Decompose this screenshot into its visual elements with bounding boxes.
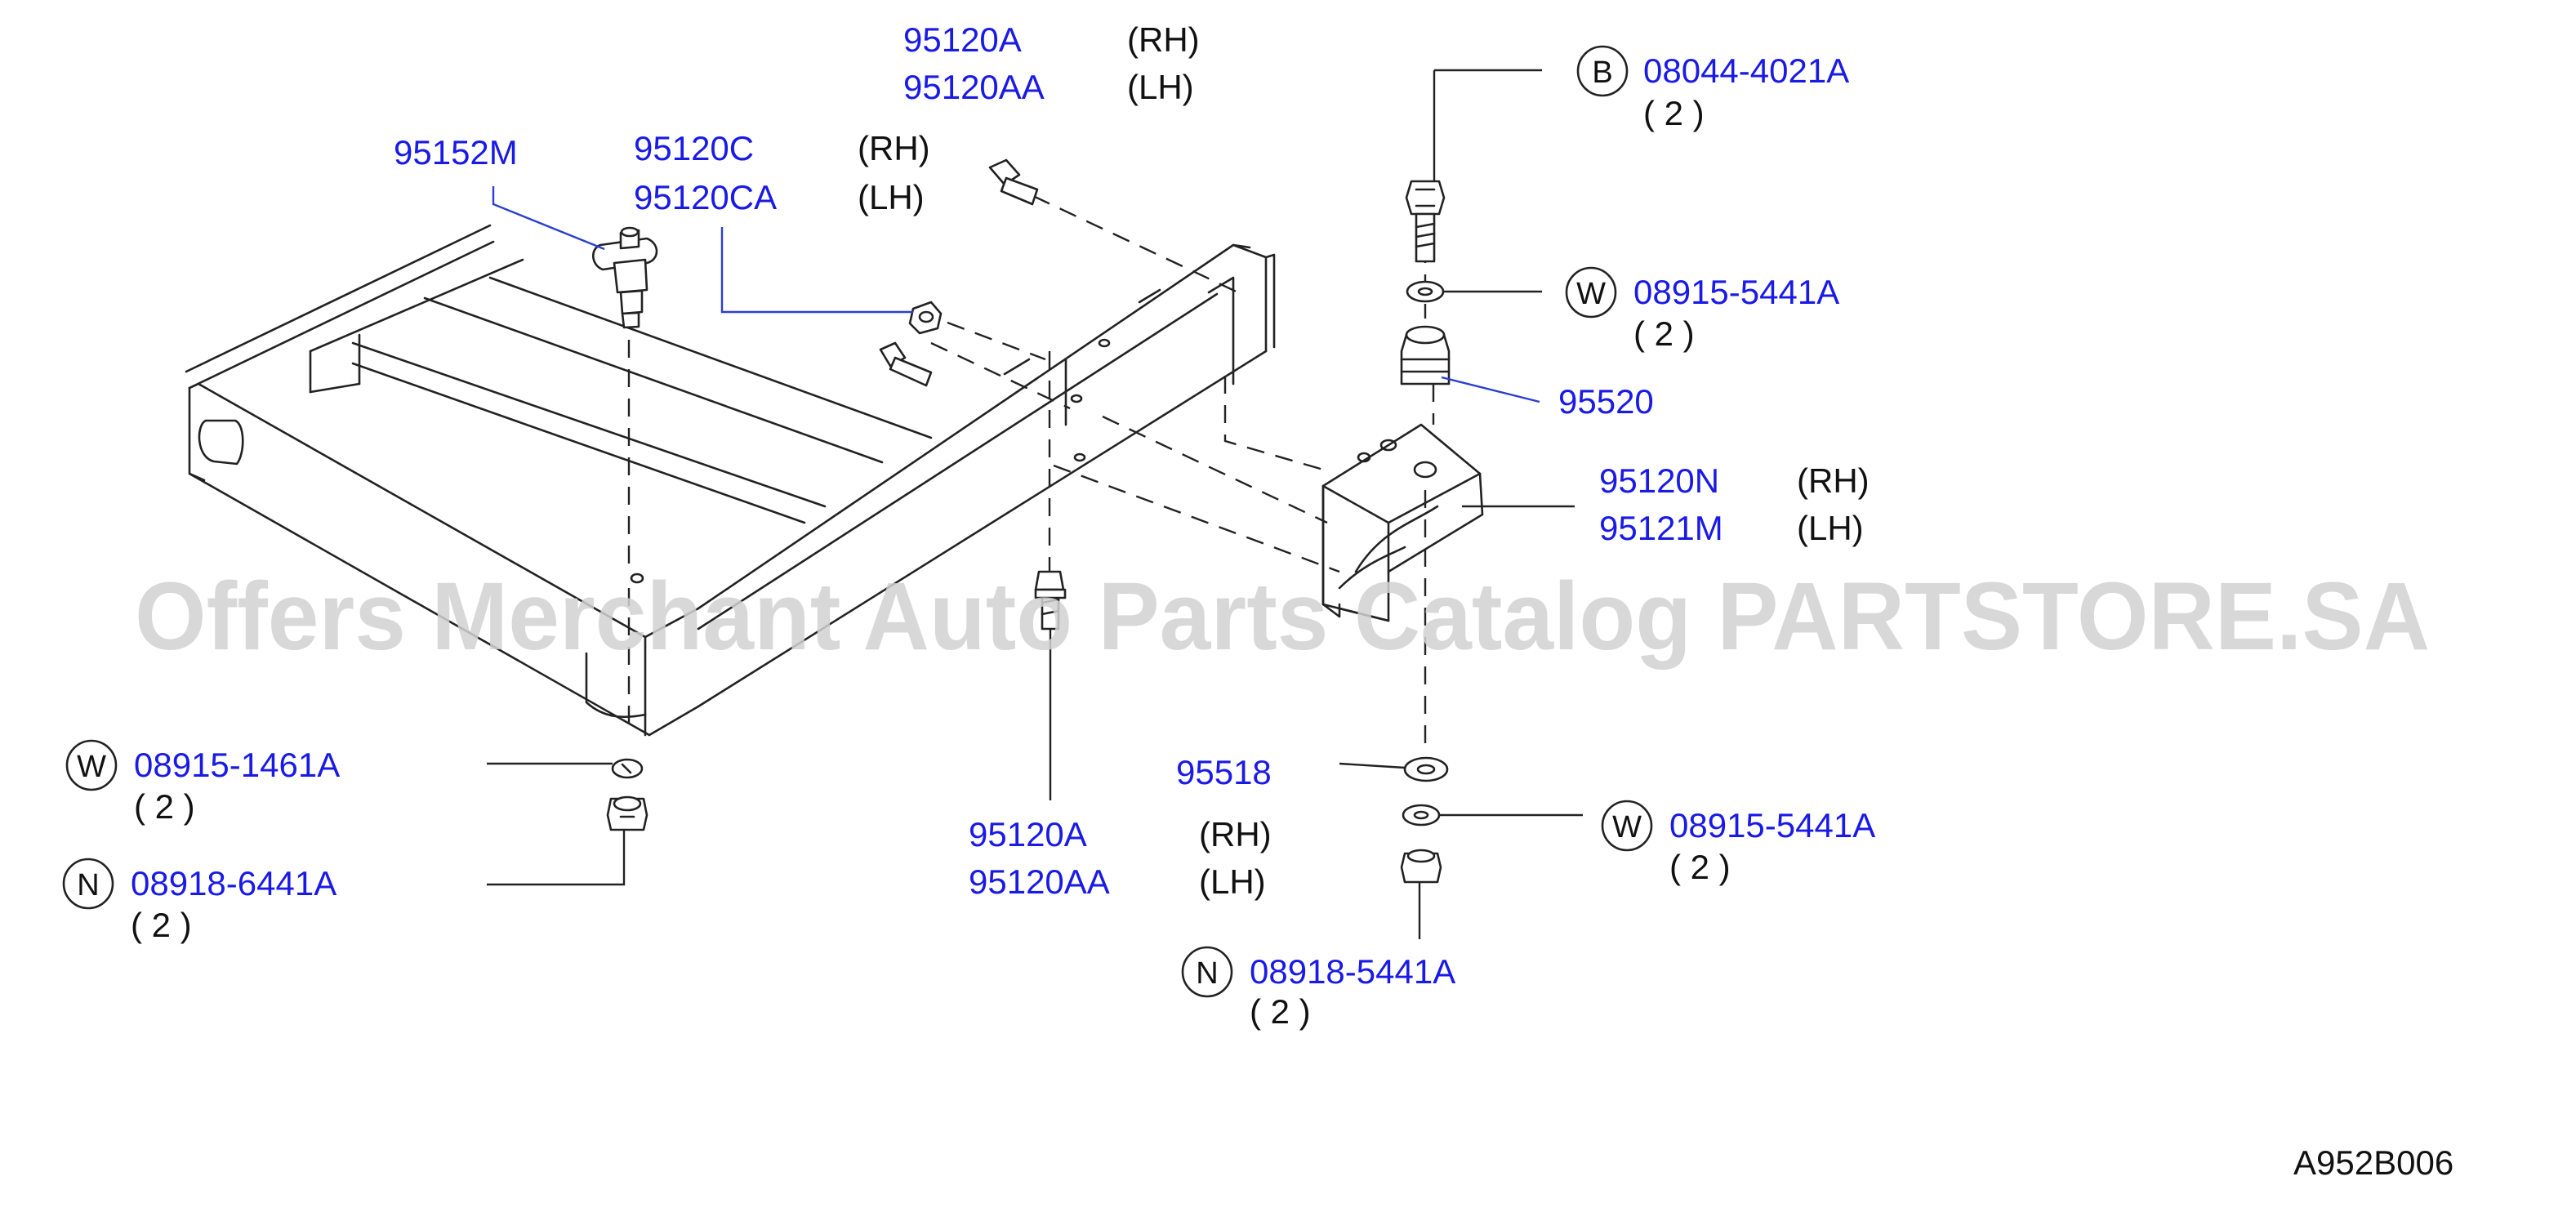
part-nut-5441-icon — [1400, 849, 1442, 884]
symbol-circle — [1565, 266, 1617, 319]
part-number-lh[interactable]: 95121M — [1599, 509, 1723, 547]
part-number[interactable]: 08918-6441A — [131, 864, 336, 902]
quantity: ( 2 ) — [1669, 848, 1731, 886]
leader-lines — [487, 69, 1583, 939]
symbol-letter: W — [77, 750, 106, 784]
symbol-letter: B — [1592, 56, 1612, 90]
symbol-letter: N — [77, 868, 99, 902]
callout-08915-1461a[interactable]: W 08915-1461A ( 2 ) — [65, 739, 340, 826]
part-number-rh[interactable]: 95120A — [903, 20, 1022, 59]
part-washer-top-icon — [1406, 280, 1445, 303]
quantity: ( 2 ) — [1643, 94, 1705, 132]
part-number[interactable]: 08915-5441A — [1669, 806, 1875, 844]
frame-drawing — [185, 224, 1484, 737]
assembly-lines — [627, 194, 1435, 743]
part-number-lh[interactable]: 95120AA — [969, 862, 1110, 901]
part-number[interactable]: 08915-1461A — [134, 746, 340, 784]
callout-08918-5441a[interactable]: N 08918-5441A ( 2 ) — [1181, 946, 1455, 1031]
part-95120c-icon — [908, 301, 943, 335]
callout-95120a-bottom[interactable]: 95120A (RH) 95120AA (LH) — [969, 815, 1272, 901]
part-number[interactable]: 95518 — [1176, 753, 1272, 791]
callout-95518[interactable]: 95518 — [1176, 753, 1272, 791]
side-label-rh: (RH) — [1127, 20, 1200, 59]
part-number[interactable]: 08044-4021A — [1643, 51, 1849, 90]
part-washer-1461-icon — [611, 758, 644, 779]
quantity: ( 2 ) — [1250, 992, 1311, 1031]
part-number[interactable]: 08918-5441A — [1250, 952, 1455, 991]
diagram-code: A952B006 — [2293, 1143, 2453, 1182]
callout-95520[interactable]: 95520 — [1558, 382, 1654, 421]
watermark-text: Offers Merchant Auto Parts Catalog PARTS… — [135, 563, 2430, 671]
symbol-letter: W — [1576, 277, 1606, 311]
symbol-circle — [1181, 946, 1233, 998]
quantity: ( 2 ) — [1633, 314, 1695, 353]
part-number[interactable]: 95520 — [1558, 382, 1654, 421]
quantity: ( 2 ) — [134, 787, 195, 826]
part-number-rh[interactable]: 95120A — [969, 815, 1087, 853]
callout-08915-5441a-top[interactable]: W 08915-5441A ( 2 ) — [1565, 266, 1839, 353]
callout-95120c[interactable]: 95120C (RH) 95120CA (LH) — [634, 129, 930, 216]
part-number-rh[interactable]: 95120N — [1599, 461, 1719, 500]
part-bolt-mid-icon — [879, 341, 933, 387]
side-label-lh: (LH) — [1127, 68, 1194, 106]
symbol-circle — [65, 739, 118, 791]
callout-08918-6441a[interactable]: N 08918-6441A ( 2 ) — [62, 858, 336, 944]
part-washer-bottom-icon — [1402, 804, 1441, 827]
symbol-circle — [1601, 800, 1653, 852]
part-number-rh[interactable]: 95120C — [634, 129, 754, 167]
callout-95120n[interactable]: 95120N (RH) 95121M (LH) — [1599, 461, 1870, 547]
symbol-circle — [1576, 45, 1629, 97]
part-number[interactable]: 08915-5441A — [1633, 273, 1839, 311]
callout-08915-5441a-bottom[interactable]: W 08915-5441A ( 2 ) — [1601, 800, 1875, 886]
part-95520-bushing-icon — [1400, 325, 1451, 385]
part-08044-bolt-icon — [1405, 180, 1446, 263]
symbol-letter: W — [1612, 810, 1642, 844]
callout-08044-4021a[interactable]: B 08044-4021A ( 2 ) — [1576, 45, 1849, 132]
part-95120a-top-icon — [988, 158, 1039, 206]
part-number-lh[interactable]: 95120CA — [634, 178, 777, 216]
part-95120a-bottom-icon — [1034, 570, 1067, 631]
part-number-lh[interactable]: 95120AA — [903, 68, 1045, 106]
side-label-lh: (LH) — [1199, 862, 1266, 901]
side-label-lh: (LH) — [858, 178, 925, 216]
side-label-rh: (RH) — [858, 129, 930, 167]
side-label-lh: (LH) — [1797, 509, 1864, 547]
callout-95120a-top[interactable]: 95120A (RH) 95120AA (LH) — [903, 20, 1200, 106]
part-95518-washer-icon — [1403, 756, 1449, 782]
part-nut-6441-icon — [606, 795, 648, 831]
side-label-rh: (RH) — [1797, 461, 1870, 500]
side-label-rh: (RH) — [1199, 815, 1272, 853]
part-number[interactable]: 95152M — [394, 133, 518, 172]
symbol-letter: N — [1196, 956, 1218, 991]
callout-95152m[interactable]: 95152M — [394, 133, 518, 172]
part-95152m-icon — [592, 226, 658, 329]
quantity: ( 2 ) — [131, 906, 192, 944]
symbol-circle — [62, 858, 114, 910]
